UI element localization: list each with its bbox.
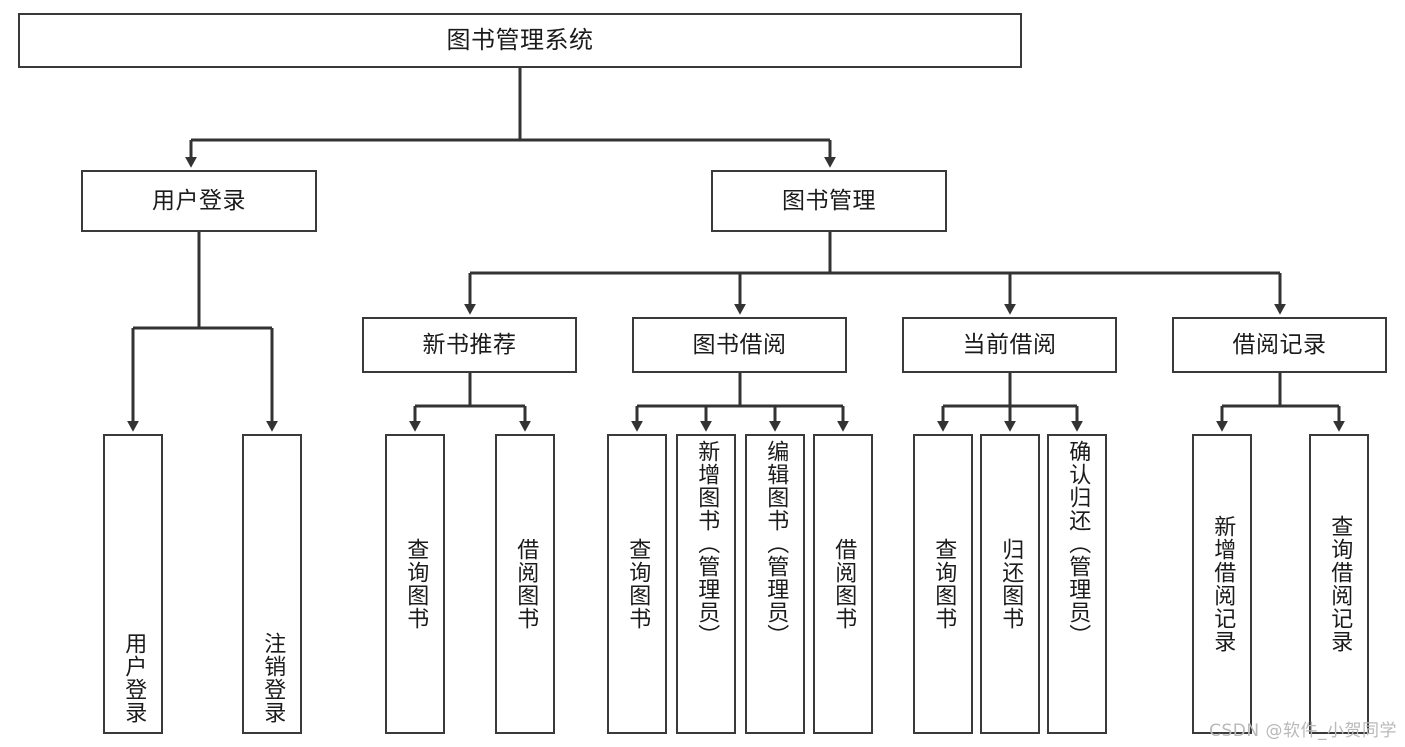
leaf-query-book-1-label: 查询图书 [403, 538, 429, 630]
leaf-edit-book[interactable]: 编辑图书（管理员） [745, 434, 805, 734]
leaf-add-book[interactable]: 新增图书（管理员） [676, 434, 736, 734]
node-new-book-recommend-label: 新书推荐 [422, 331, 517, 358]
leaf-user-login-label: 用户登录 [121, 632, 147, 724]
leaf-add-book-label: 新增图书（管理员） [694, 440, 720, 647]
leaf-borrow-book-1-label: 借阅图书 [513, 538, 539, 630]
leaf-add-record-label: 新增借阅记录 [1210, 515, 1236, 653]
node-current-borrow[interactable]: 当前借阅 [902, 317, 1117, 373]
leaf-query-book-3-label: 查询图书 [931, 538, 957, 630]
node-book-borrow-label: 图书借阅 [692, 331, 787, 358]
leaf-return-book[interactable]: 归还图书 [980, 434, 1040, 734]
node-current-borrow-label: 当前借阅 [962, 331, 1057, 358]
leaf-query-book-2[interactable]: 查询图书 [607, 434, 667, 734]
leaf-query-book-3[interactable]: 查询图书 [913, 434, 973, 734]
node-root[interactable]: 图书管理系统 [18, 13, 1022, 68]
leaf-user-login[interactable]: 用户登录 [103, 434, 163, 734]
leaf-edit-book-label: 编辑图书（管理员） [763, 440, 789, 647]
leaf-confirm-return[interactable]: 确认归还（管理员） [1047, 434, 1107, 734]
node-new-book-recommend[interactable]: 新书推荐 [362, 317, 577, 373]
leaf-query-book-1[interactable]: 查询图书 [385, 434, 445, 734]
leaf-query-book-2-label: 查询图书 [625, 538, 651, 630]
leaf-add-record[interactable]: 新增借阅记录 [1192, 434, 1252, 734]
node-book-borrow[interactable]: 图书借阅 [632, 317, 847, 373]
node-book-management-label: 图书管理 [782, 187, 876, 214]
leaf-query-record[interactable]: 查询借阅记录 [1309, 434, 1369, 734]
csdn-watermark: CSDN @软件_小贺同学 [1209, 721, 1397, 741]
node-root-label: 图书管理系统 [446, 25, 594, 54]
leaf-query-record-label: 查询借阅记录 [1327, 515, 1353, 653]
leaf-borrow-book-2-label: 借阅图书 [831, 538, 857, 630]
leaf-borrow-book-2[interactable]: 借阅图书 [813, 434, 873, 734]
node-user-login-label: 用户登录 [152, 187, 246, 214]
node-borrow-record[interactable]: 借阅记录 [1172, 317, 1387, 373]
leaf-logout[interactable]: 注销登录 [242, 434, 302, 734]
leaf-borrow-book-1[interactable]: 借阅图书 [495, 434, 555, 734]
node-book-management[interactable]: 图书管理 [711, 170, 947, 232]
node-user-login[interactable]: 用户登录 [81, 170, 317, 232]
node-borrow-record-label: 借阅记录 [1232, 331, 1327, 358]
leaf-confirm-return-label: 确认归还（管理员） [1065, 440, 1091, 647]
leaf-return-book-label: 归还图书 [998, 538, 1024, 630]
leaf-logout-label: 注销登录 [260, 632, 286, 724]
